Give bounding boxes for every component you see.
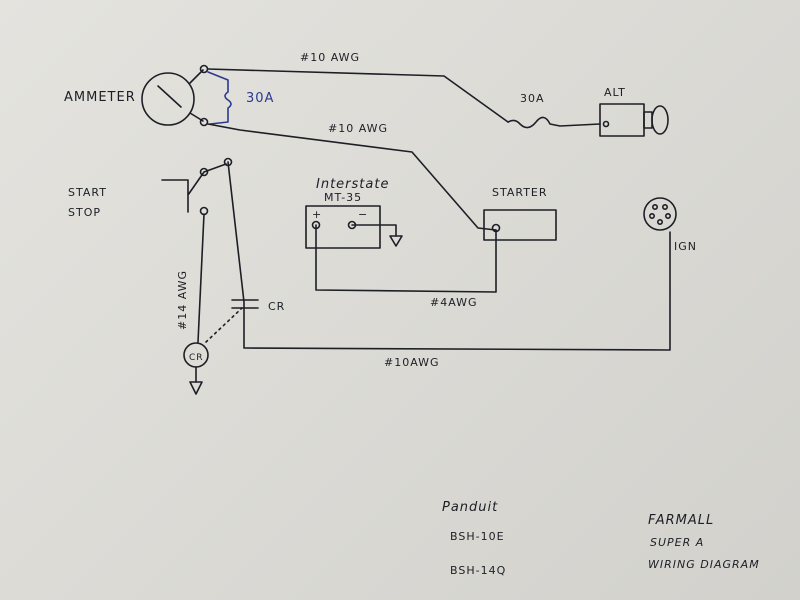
panduit-part-2: BSH-14Q	[450, 564, 506, 577]
ammeter-lead-top	[189, 69, 204, 84]
wire-14awg-label: #14 AWG	[176, 270, 189, 330]
wire-14awg	[197, 213, 205, 343]
battery	[305, 205, 497, 293]
fuse-30a-ammeter	[207, 71, 232, 125]
wire-ammeter-to-alt-fuse	[207, 68, 509, 123]
battery-brand: Interstate	[316, 177, 389, 192]
ignition-pin-1	[651, 204, 658, 211]
title-line-2: SUPER A	[650, 536, 704, 549]
alt-label: ALT	[604, 86, 626, 99]
battery-model: MT-35	[324, 191, 362, 204]
switch-terminal-a	[199, 167, 209, 177]
cr-linkage	[205, 307, 243, 343]
battery-minus: −	[358, 208, 368, 221]
alternator-terminal	[602, 120, 610, 128]
starter	[483, 209, 557, 241]
ammeter	[141, 64, 209, 127]
panduit-title: Panduit	[442, 500, 498, 515]
starter-terminal	[491, 223, 501, 233]
ammeter-needle	[157, 85, 182, 108]
wire-4awg-label: #4AWG	[430, 296, 478, 309]
start-stop-switch-body	[161, 163, 227, 213]
starter-label: STARTER	[492, 186, 548, 199]
ignition	[643, 197, 677, 231]
fuse-30a-ammeter-path	[207, 71, 232, 125]
wire-switch-to-ign	[227, 161, 671, 351]
panduit-part-1: BSH-10E	[450, 530, 505, 543]
ignition-pin-4	[664, 213, 671, 220]
ammeter-terminal-bottom	[199, 117, 209, 127]
cr-contact	[231, 299, 259, 309]
start-label: START	[68, 186, 107, 199]
start-stop-switch	[161, 157, 233, 216]
battery-neg-lead	[351, 224, 397, 237]
ignition-pin-3	[648, 213, 655, 220]
alternator-pulley	[651, 105, 669, 135]
ignition-body	[643, 197, 677, 231]
alternator-body	[599, 103, 645, 137]
fuse-30a-ammeter-label: 30A	[246, 91, 274, 106]
stop-label: STOP	[68, 206, 101, 219]
cr-relay-label: CR	[189, 353, 204, 363]
ammeter-body	[141, 72, 195, 126]
wire-battery-to-starter	[315, 224, 497, 293]
ignition-pin-2	[661, 204, 668, 211]
battery-body	[305, 205, 381, 249]
wire-top-label: #10 AWG	[300, 51, 360, 64]
alternator	[599, 103, 669, 137]
cr-relay	[183, 307, 243, 395]
title-line-3: WIRING DIAGRAM	[648, 558, 760, 571]
wire-mid-label: #10 AWG	[328, 122, 388, 135]
starter-body	[483, 209, 557, 241]
ground-symbol-battery	[389, 235, 403, 247]
ammeter-terminal-top	[199, 64, 209, 74]
ammeter-label: AMMETER	[64, 90, 136, 105]
ign-label: IGN	[674, 240, 697, 253]
title-line-1: FARMALL	[648, 513, 714, 528]
wire-bottom-label: #10AWG	[384, 356, 440, 369]
cr-contact-label: CR	[268, 300, 285, 313]
fuse-30a-alt	[507, 116, 601, 129]
battery-plus: +	[312, 208, 322, 221]
fuse-30a-alt-label: 30A	[520, 92, 545, 105]
alternator-shaft	[643, 111, 653, 129]
ignition-pin-5	[656, 219, 663, 226]
ground-symbol-cr	[189, 381, 203, 395]
